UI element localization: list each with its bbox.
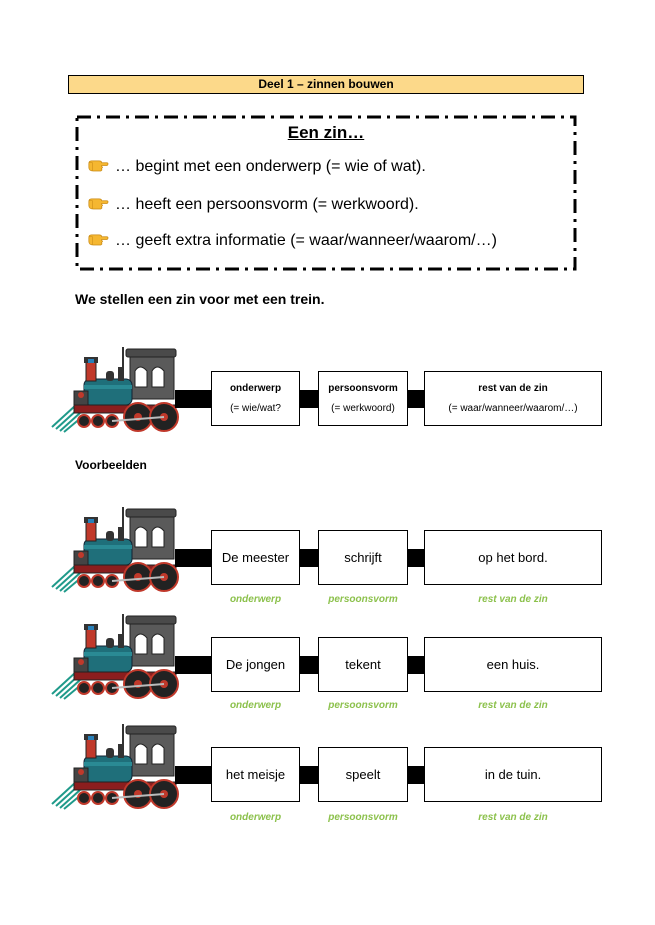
definition-line-2: … heeft een persoonsvorm (= werkwoord).: [87, 195, 419, 214]
wagon-rest: rest van de zin (= waar/wanneer/waarom/……: [424, 371, 602, 426]
definition-box: Een zin… … begint met een onderwerp (= w…: [75, 115, 577, 271]
wagon-subject: het meisje: [211, 747, 300, 802]
wagon-text: speelt: [345, 767, 381, 782]
wagon-title: rest van de zin: [478, 383, 548, 394]
wagon-title: onderwerp: [229, 383, 282, 394]
caption-verb: persoonsvorm: [328, 812, 398, 823]
caption-verb: persoonsvorm: [328, 700, 398, 711]
wagon-subject: De meester: [211, 530, 300, 585]
wagon-text: een huis.: [486, 657, 540, 672]
caption-rest: rest van de zin: [478, 812, 548, 823]
locomotive-icon: [50, 345, 182, 433]
locomotive-icon: [50, 612, 182, 700]
caption-verb: persoonsvorm: [328, 594, 398, 605]
wagon-subtitle: (= werkwoord): [331, 403, 395, 414]
wagon-verb: schrijft: [318, 530, 408, 585]
definition-title: Een zin…: [287, 123, 365, 142]
pointing-hand-icon: [87, 195, 109, 212]
wagon-verb: persoonsvorm (= werkwoord): [318, 371, 408, 426]
caption-rest: rest van de zin: [478, 594, 548, 605]
caption-subject: onderwerp: [229, 700, 282, 711]
definition-line-3: … geeft extra informatie (= waar/wanneer…: [87, 231, 497, 250]
wagon-verb: speelt: [318, 747, 408, 802]
wagon-title: persoonsvorm: [328, 383, 398, 394]
intro-text: We stellen een zin voor met een trein.: [75, 291, 325, 307]
wagon-rest: in de tuin.: [424, 747, 602, 802]
wagon-subject: De jongen: [211, 637, 300, 692]
section-header: Deel 1 – zinnen bouwen: [68, 75, 584, 94]
locomotive-icon: [50, 722, 182, 810]
wagon-text: in de tuin.: [484, 767, 542, 782]
wagon-text: schrijft: [344, 550, 382, 565]
caption-subject: onderwerp: [229, 812, 282, 823]
wagon-rest: op het bord.: [424, 530, 602, 585]
locomotive-icon: [50, 505, 182, 593]
wagon-subtitle: (= waar/wanneer/waarom/…): [448, 403, 578, 414]
pointing-hand-icon: [87, 231, 109, 248]
definition-line-1: … begint met een onderwerp (= wie of wat…: [87, 157, 426, 176]
caption-subject: onderwerp: [229, 594, 282, 605]
caption-rest: rest van de zin: [478, 700, 548, 711]
wagon-text: op het bord.: [478, 550, 548, 565]
wagon-text: het meisje: [225, 767, 286, 782]
dash-dot-frame: [75, 115, 577, 271]
wagon-verb: tekent: [318, 637, 408, 692]
wagon-text: De meester: [221, 550, 290, 565]
wagon-subtitle: (= wie/wat?: [230, 403, 281, 414]
wagon-text: De jongen: [225, 657, 286, 672]
examples-title: Voorbeelden: [75, 458, 147, 472]
wagon-subject: onderwerp (= wie/wat?: [211, 371, 300, 426]
pointing-hand-icon: [87, 157, 109, 174]
wagon-text: tekent: [345, 657, 381, 672]
wagon-rest: een huis.: [424, 637, 602, 692]
